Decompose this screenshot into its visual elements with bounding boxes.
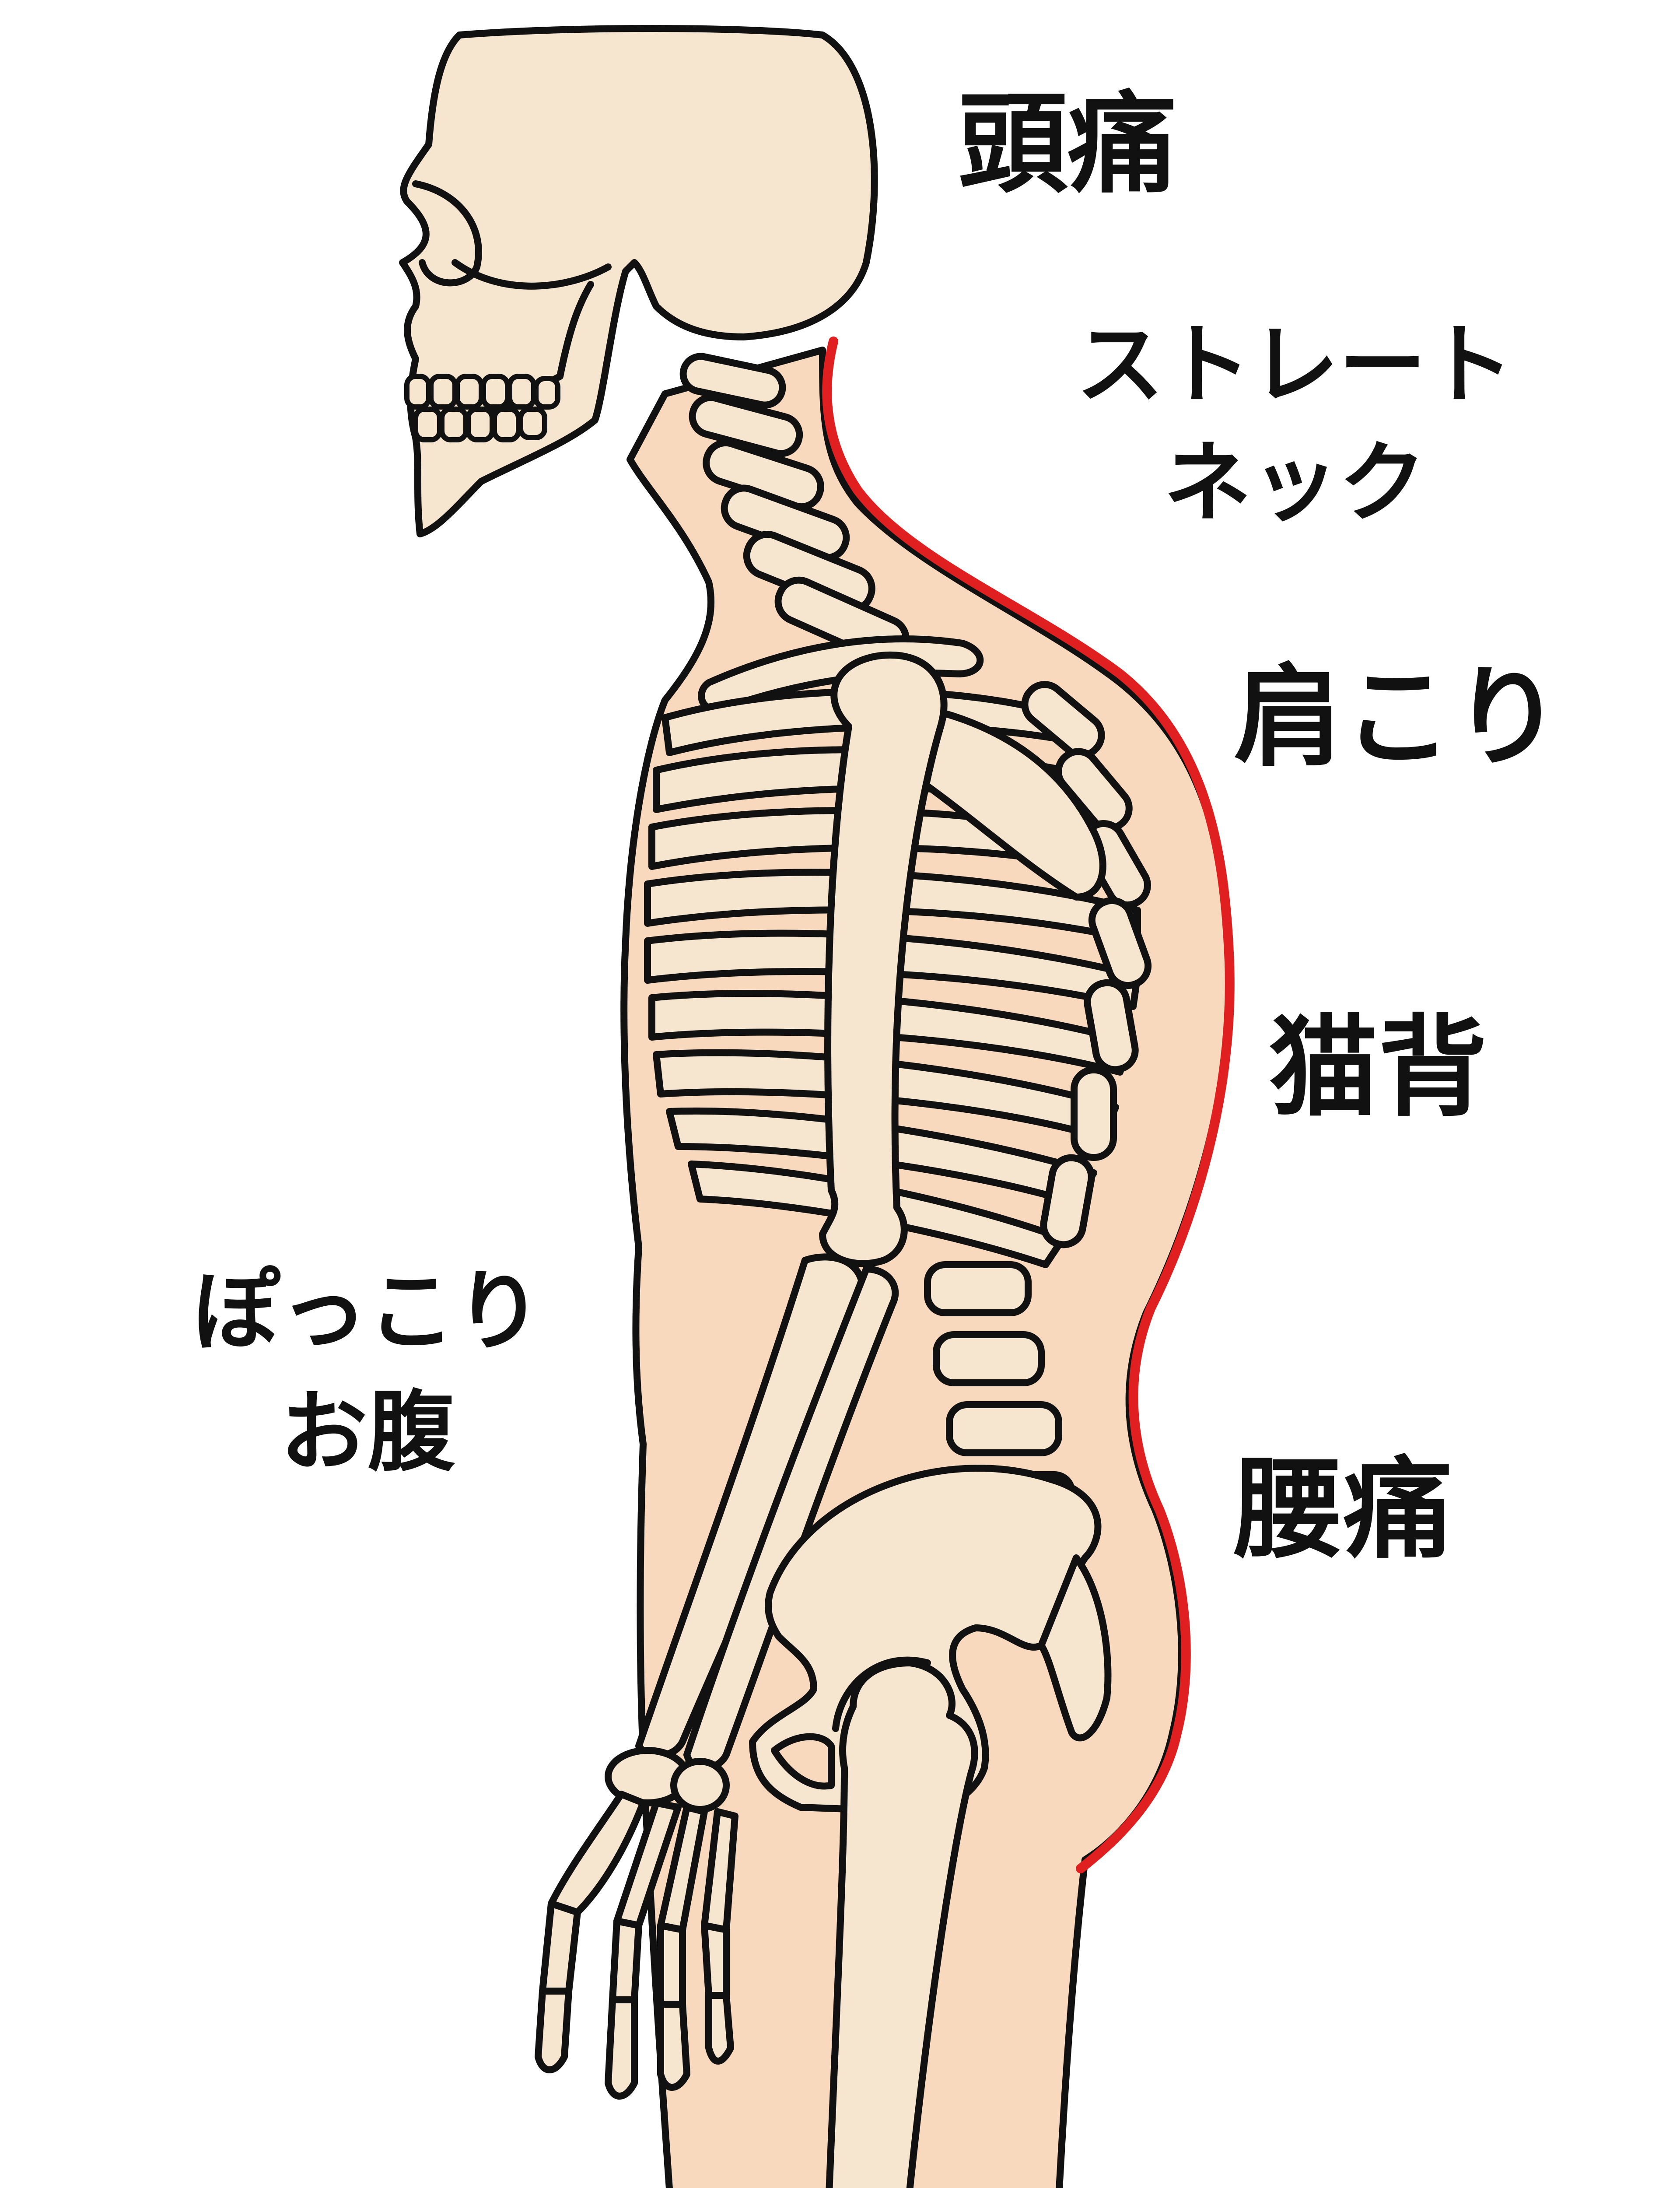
label-lower-back-pain: 腰痛: [1234, 1446, 1452, 1573]
femur: [826, 1659, 978, 2188]
label-straight-neck-line-1: ストレート: [1076, 314, 1514, 416]
label-pot-belly-line-1: ぽっこり: [192, 1261, 543, 1363]
cervical-spine: [679, 353, 910, 664]
label-stiff-shoulders: 肩こり: [1234, 654, 1562, 781]
humerus: [819, 651, 948, 1267]
hand-skeleton: [535, 1747, 738, 2100]
forearm-ulna: [683, 1266, 899, 1771]
back-posture-line: [822, 337, 1235, 1873]
sacrum: [1038, 1554, 1112, 1742]
femoral-head-cap: [832, 1656, 931, 1732]
obturator: [771, 1733, 835, 1790]
eye-socket: [412, 180, 482, 287]
label-straight-neck-line-2: ネック: [1164, 432, 1427, 534]
cheekbone: [452, 259, 612, 290]
label-headache: 頭痛: [958, 81, 1177, 208]
label-hunchback: 猫背: [1269, 1004, 1488, 1131]
label-pot-belly: ぽっこり お腹: [192, 1252, 542, 1493]
label-pot-belly-line-2: お腹: [280, 1382, 455, 1483]
label-straight-neck: ストレート ネック: [1076, 306, 1514, 543]
teeth: [404, 374, 560, 442]
